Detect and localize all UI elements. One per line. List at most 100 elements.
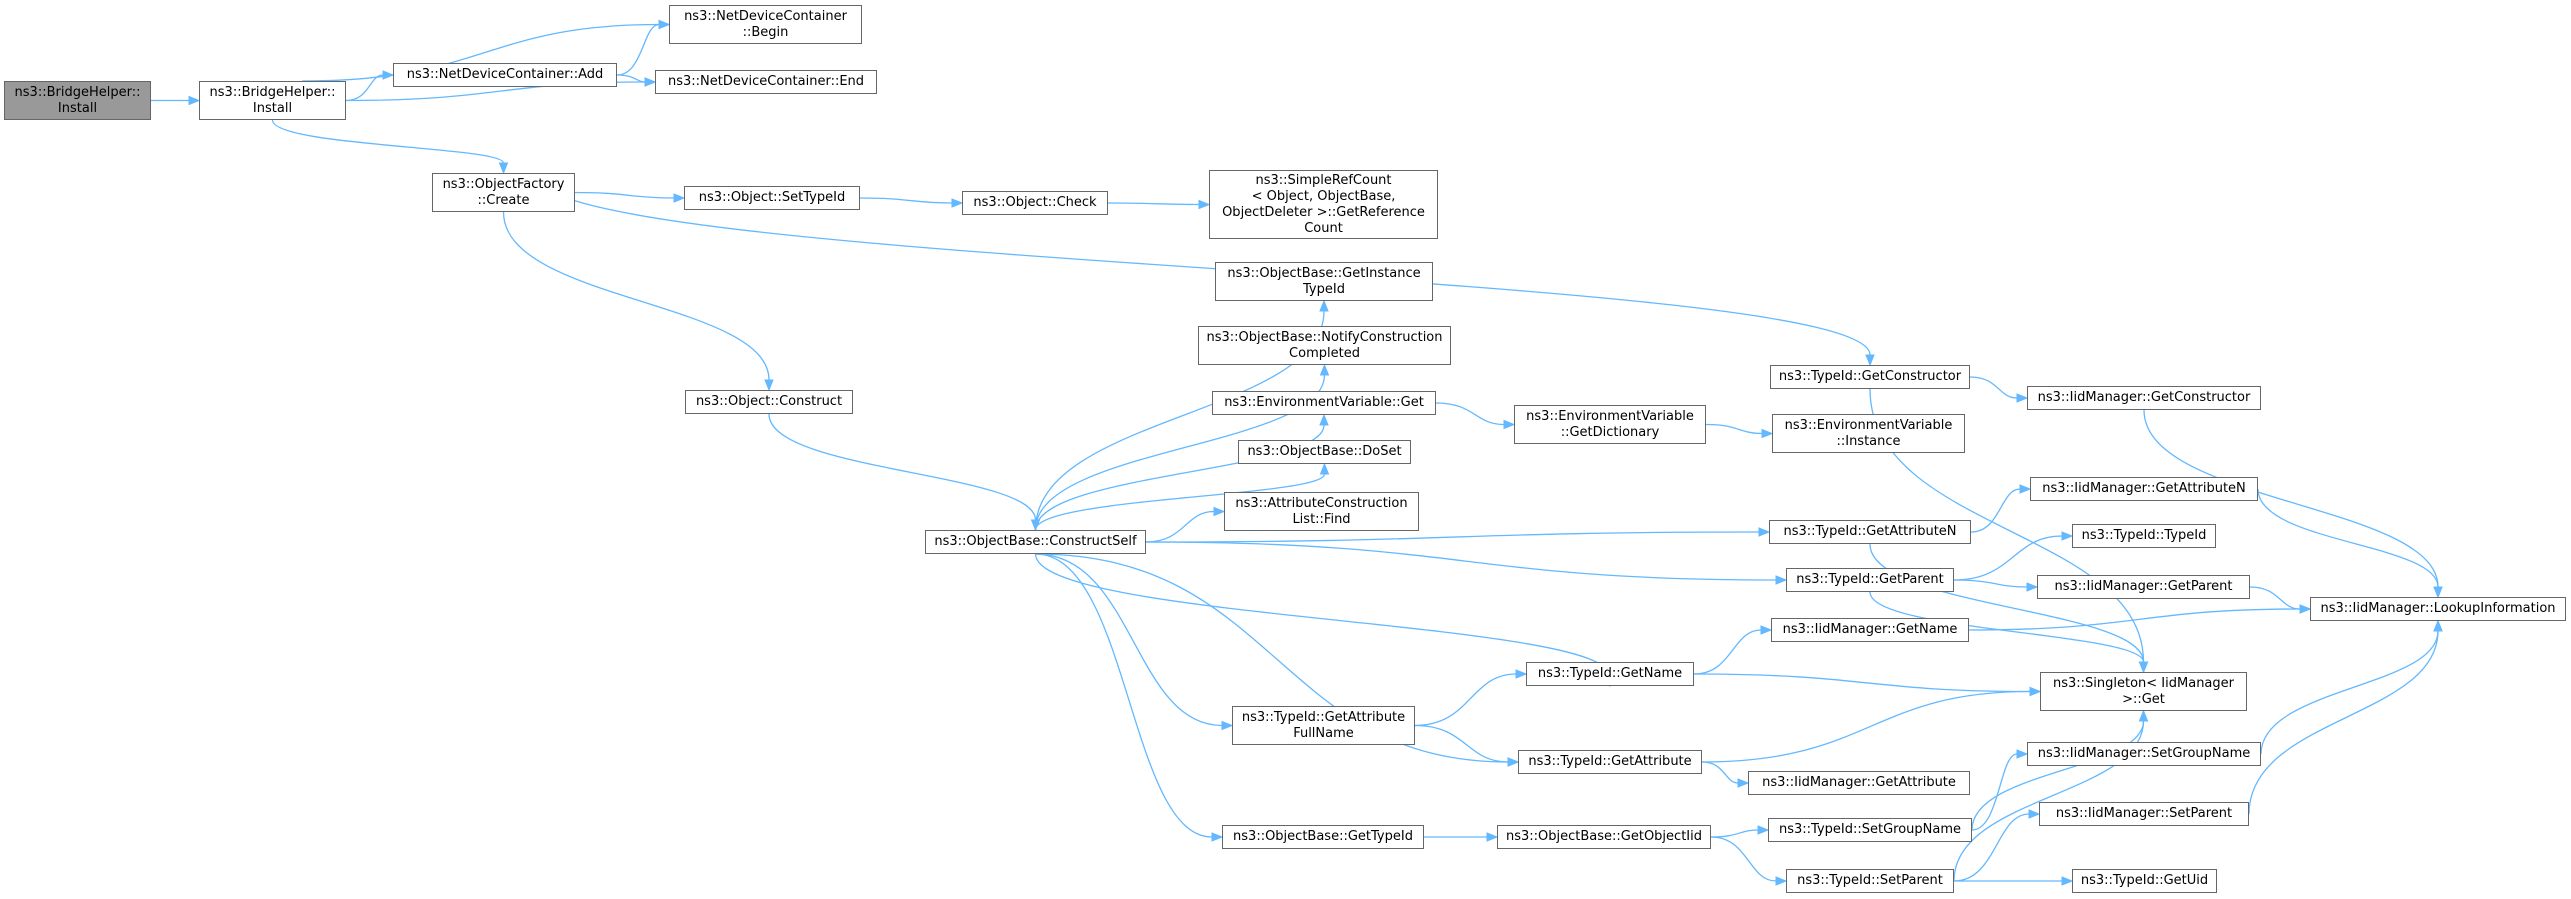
edge-arrowhead — [1319, 413, 1329, 426]
edge — [1701, 761, 1739, 784]
node-type-id-get-attribute-n[interactable]: ns3::TypeId::GetAttributeN — [1769, 520, 1971, 544]
node-type-id-get-name[interactable]: ns3::TypeId::GetName — [1526, 662, 1694, 686]
edge — [2257, 488, 2439, 588]
node-net-device-container-end[interactable]: ns3::NetDeviceContainer::End — [655, 70, 877, 94]
node-net-device-container-add[interactable]: ns3::NetDeviceContainer::Add — [393, 63, 617, 87]
node-environment-variable-get-dictionary[interactable]: ns3::EnvironmentVariable::GetDictionary — [1514, 405, 1706, 444]
node-type-id-get-parent[interactable]: ns3::TypeId::GetParent — [1786, 568, 1954, 592]
node-label-line: < Object, ObjectBase, — [1251, 188, 1396, 204]
edge-arrowhead — [1515, 669, 1528, 679]
node-iid-manager-set-group-name[interactable]: ns3::IidManager::SetGroupName — [2027, 742, 2261, 766]
node-label: ns3::Singleton< IidManager>::Get — [2053, 676, 2234, 708]
node-label: ns3::IidManager::SetParent — [2056, 806, 2232, 822]
node-label: ns3::TypeId::SetGroupName — [1779, 822, 1961, 838]
node-environment-variable-get[interactable]: ns3::EnvironmentVariable::Get — [1212, 391, 1436, 415]
node-label: ns3::ObjectBase::ConstructSelf — [934, 534, 1136, 550]
node-label-line: ns3::ObjectBase::GetTypeId — [1233, 829, 1413, 844]
edge — [1869, 591, 2145, 663]
node-label: ns3::NetDeviceContainer::Begin — [684, 9, 847, 41]
node-iid-manager-get-constructor[interactable]: ns3::IidManager::GetConstructor — [2027, 386, 2261, 410]
edge-arrowhead — [2433, 619, 2443, 632]
node-object-construct[interactable]: ns3::Object::Construct — [685, 390, 853, 414]
node-label: ns3::TypeId::GetAttribute — [1528, 754, 1691, 770]
node-object-set-type-id[interactable]: ns3::Object::SetTypeId — [684, 186, 860, 210]
edge — [2249, 586, 2301, 610]
node-object-check[interactable]: ns3::Object::Check — [962, 191, 1108, 215]
node-label: ns3::TypeId::GetParent — [1796, 572, 1944, 588]
edge — [1970, 488, 2021, 533]
node-label-line: ObjectDeleter >::GetReference — [1222, 204, 1425, 220]
node-label-line: ns3::ObjectBase::ConstructSelf — [934, 534, 1137, 549]
node-bridge-helper-install[interactable]: ns3::BridgeHelper::Install — [199, 81, 346, 120]
node-object-base-get-object-iid[interactable]: ns3::ObjectBase::GetObjectIid — [1497, 825, 1711, 849]
node-bridge-helper-install-root: ns3::BridgeHelper::Install — [4, 81, 151, 120]
node-iid-manager-lookup-information[interactable]: ns3::IidManager::LookupInformation — [2310, 597, 2566, 621]
edge — [2248, 630, 2439, 815]
node-iid-manager-get-parent[interactable]: ns3::IidManager::GetParent — [2037, 575, 2250, 599]
edge — [1710, 829, 1759, 838]
node-label-line: ns3::SimpleRefCount — [1255, 172, 1392, 188]
node-label-line: ns3::TypeId::GetConstructor — [1778, 369, 1962, 384]
node-label-line: ns3::Object::Check — [973, 195, 1097, 210]
node-label-line: ns3::TypeId::GetName — [1537, 666, 1683, 681]
node-object-base-do-set[interactable]: ns3::ObjectBase::DoSet — [1238, 440, 1411, 464]
node-label-line: ns3::TypeId::GetAttributeN — [1783, 524, 1957, 539]
node-label: ns3::Object::Construct — [696, 394, 842, 410]
node-simple-ref-count-get-reference-count[interactable]: ns3::SimpleRefCount< Object, ObjectBase,… — [1209, 170, 1438, 239]
node-iid-manager-get-attribute-n[interactable]: ns3::IidManager::GetAttributeN — [2030, 477, 2258, 501]
node-label: ns3::IidManager::GetConstructor — [2038, 390, 2251, 406]
node-label: ns3::EnvironmentVariable::GetDictionary — [1526, 409, 1694, 441]
node-label: ns3::TypeId::TypeId — [2082, 528, 2207, 544]
node-label: ns3::TypeId::SetParent — [1797, 873, 1943, 889]
node-type-id-get-uid[interactable]: ns3::TypeId::GetUid — [2072, 869, 2217, 893]
node-net-device-container-begin[interactable]: ns3::NetDeviceContainer::Begin — [669, 5, 862, 44]
edge — [1414, 724, 1509, 763]
node-singleton-iid-manager-get[interactable]: ns3::Singleton< IidManager>::Get — [2040, 672, 2247, 711]
edge — [616, 74, 646, 83]
node-label-line: ns3::IidManager::GetName — [1782, 622, 1958, 637]
edge-arrowhead — [1758, 527, 1771, 537]
edge — [1414, 673, 1517, 727]
node-iid-manager-get-name[interactable]: ns3::IidManager::GetName — [1771, 618, 1969, 642]
node-label-line: ns3::ObjectBase::GetObjectIid — [1505, 829, 1702, 844]
node-label: ns3::ObjectFactory::Create — [443, 177, 565, 209]
node-type-id-set-group-name[interactable]: ns3::TypeId::SetGroupName — [1768, 818, 1972, 842]
edge — [1968, 608, 2301, 631]
node-type-id-get-constructor[interactable]: ns3::TypeId::GetConstructor — [1770, 365, 1970, 389]
node-label: ns3::IidManager::GetName — [1783, 622, 1958, 638]
edge-arrowhead — [658, 19, 671, 30]
edge — [1953, 535, 2063, 581]
node-type-id-set-parent[interactable]: ns3::TypeId::SetParent — [1786, 869, 1954, 893]
edge-arrowhead — [1211, 832, 1224, 842]
edge — [1145, 510, 1215, 543]
node-label-line: ns3::IidManager::GetParent — [2054, 579, 2233, 594]
edge-arrowhead — [1775, 575, 1788, 585]
node-label: ns3::IidManager::SetGroupName — [2038, 746, 2251, 762]
edge — [1953, 813, 2030, 882]
edge — [616, 23, 660, 76]
node-label-line: >::Get — [2122, 691, 2165, 707]
node-label-line: ::GetDictionary — [1560, 424, 1660, 440]
node-object-base-get-type-id[interactable]: ns3::ObjectBase::GetTypeId — [1222, 825, 1424, 849]
node-label-line: ns3::TypeId::GetAttribute — [1241, 709, 1406, 725]
node-environment-variable-instance[interactable]: ns3::EnvironmentVariable::Instance — [1772, 414, 1965, 453]
node-iid-manager-get-attribute[interactable]: ns3::IidManager::GetAttribute — [1748, 771, 1970, 795]
edge-arrowhead — [1503, 419, 1516, 430]
edge — [301, 23, 660, 82]
node-label-line: ns3::EnvironmentVariable — [1526, 408, 1694, 424]
node-type-id-get-attribute[interactable]: ns3::TypeId::GetAttribute — [1518, 750, 1702, 774]
node-object-factory-create[interactable]: ns3::ObjectFactory::Create — [432, 173, 575, 212]
node-type-id-type-id[interactable]: ns3::TypeId::TypeId — [2072, 524, 2216, 548]
node-object-base-construct-self[interactable]: ns3::ObjectBase::ConstructSelf — [925, 530, 1146, 554]
node-label: ns3::Object::Check — [973, 195, 1096, 211]
node-iid-manager-set-parent[interactable]: ns3::IidManager::SetParent — [2039, 802, 2249, 826]
node-label-line: ns3::Object::Construct — [695, 394, 843, 409]
node-label-line: ns3::IidManager::GetAttributeN — [2042, 481, 2246, 496]
